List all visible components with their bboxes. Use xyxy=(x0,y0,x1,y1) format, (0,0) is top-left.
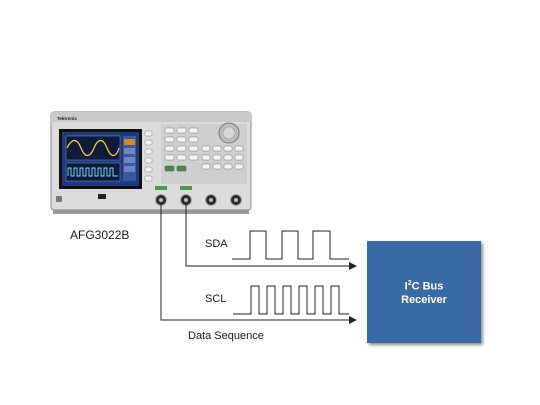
receiver-title-superscript: 2 xyxy=(407,279,412,287)
usb-port-icon xyxy=(98,194,106,199)
screen-wave-panel xyxy=(65,135,121,161)
sda-waveform xyxy=(232,230,349,260)
scl-connection-arrow xyxy=(160,205,357,324)
scl-waveform xyxy=(233,285,349,315)
screen-softkey-2 xyxy=(124,148,135,154)
screen-softkey-1 xyxy=(124,139,135,145)
instrument-model-label: AFG3022B xyxy=(70,228,130,242)
screen-softkey-4 xyxy=(124,166,135,172)
sda-connection-arrow xyxy=(185,205,357,270)
channel-2-indicator xyxy=(180,186,192,190)
bezel-buttons xyxy=(144,130,153,182)
instrument-top-strip xyxy=(51,112,251,122)
screen-softkey-3 xyxy=(124,157,135,163)
scl-label: SCL xyxy=(205,293,227,305)
receiver-title-i: I xyxy=(404,280,408,293)
function-generator: Tektronix xyxy=(50,111,252,214)
bnc-connectors xyxy=(155,186,242,206)
screen-pulse-panel xyxy=(65,162,121,182)
receiver-title-line1: I2C Bus xyxy=(405,277,444,294)
power-button-icon xyxy=(56,196,62,202)
screen-sine-wave xyxy=(66,139,120,157)
channel-1-indicator xyxy=(155,186,167,190)
i2c-bus-receiver-box: I2C Bus Receiver xyxy=(367,241,481,343)
data-sequence-label: Data Sequence xyxy=(188,330,264,342)
keypad-buttons xyxy=(164,127,244,172)
sda-label: SDA xyxy=(205,238,228,250)
control-knob-center xyxy=(222,126,236,140)
screen-pulse-wave xyxy=(67,167,118,177)
brand-text: Tektronix xyxy=(57,116,77,121)
receiver-title-line2: Receiver xyxy=(401,294,447,307)
receiver-title-cbus: C Bus xyxy=(411,280,444,293)
instrument-foot xyxy=(53,208,249,214)
